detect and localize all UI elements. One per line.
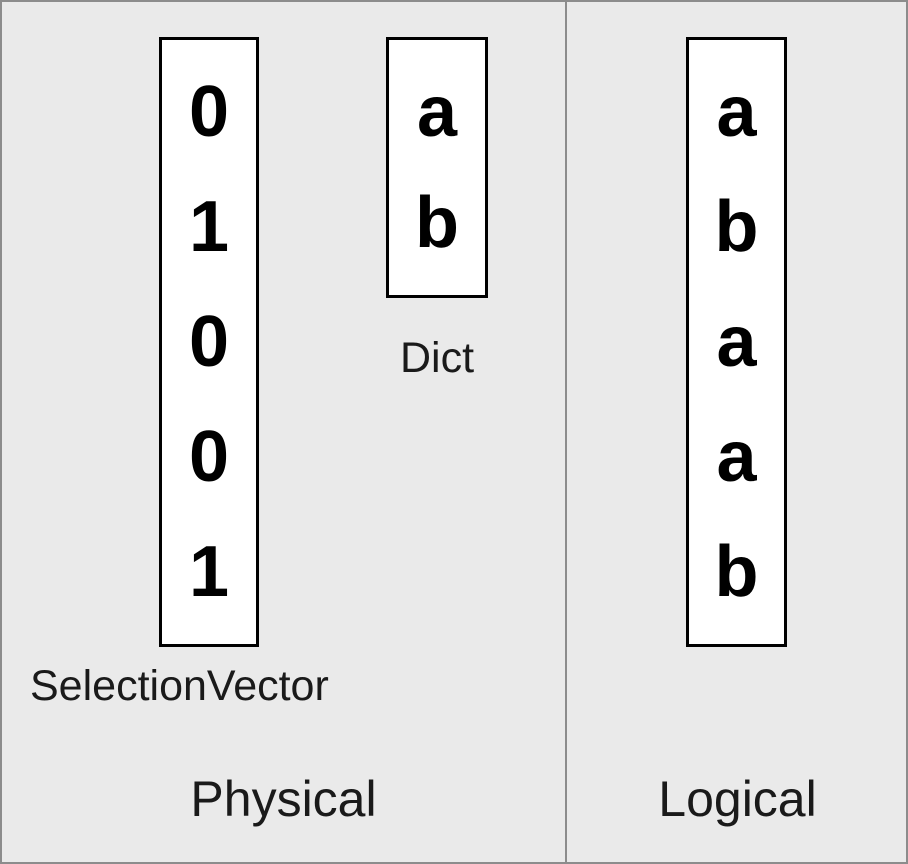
logical-cell: a bbox=[716, 301, 757, 382]
logical-cell: b bbox=[714, 186, 759, 267]
logical-cell: b bbox=[714, 532, 759, 613]
dict-box: a b bbox=[386, 37, 488, 298]
logical-cell: a bbox=[716, 71, 757, 152]
selection-vector-cell: 1 bbox=[188, 186, 230, 267]
physical-panel: 0 1 0 0 1 a b bbox=[2, 2, 565, 862]
logical-cell: a bbox=[716, 417, 757, 498]
dict-cell: a bbox=[416, 71, 458, 152]
physical-panel-label: Physical bbox=[190, 771, 377, 827]
selection-vector-cell: 1 bbox=[188, 532, 230, 613]
dict-label: Dict bbox=[399, 334, 475, 382]
selection-vector-cell: 0 bbox=[188, 301, 230, 382]
panel-divider bbox=[565, 2, 567, 862]
dict-cell: b bbox=[415, 183, 459, 264]
logical-column-box: a b a a b bbox=[686, 37, 787, 647]
selection-vector-cell: 0 bbox=[188, 417, 230, 498]
selection-vector-label: SelectionVector bbox=[30, 662, 329, 710]
logical-panel-label: Logical bbox=[658, 771, 817, 827]
selection-vector-box: 0 1 0 0 1 bbox=[159, 37, 259, 647]
selection-vector-cell: 0 bbox=[188, 71, 230, 152]
